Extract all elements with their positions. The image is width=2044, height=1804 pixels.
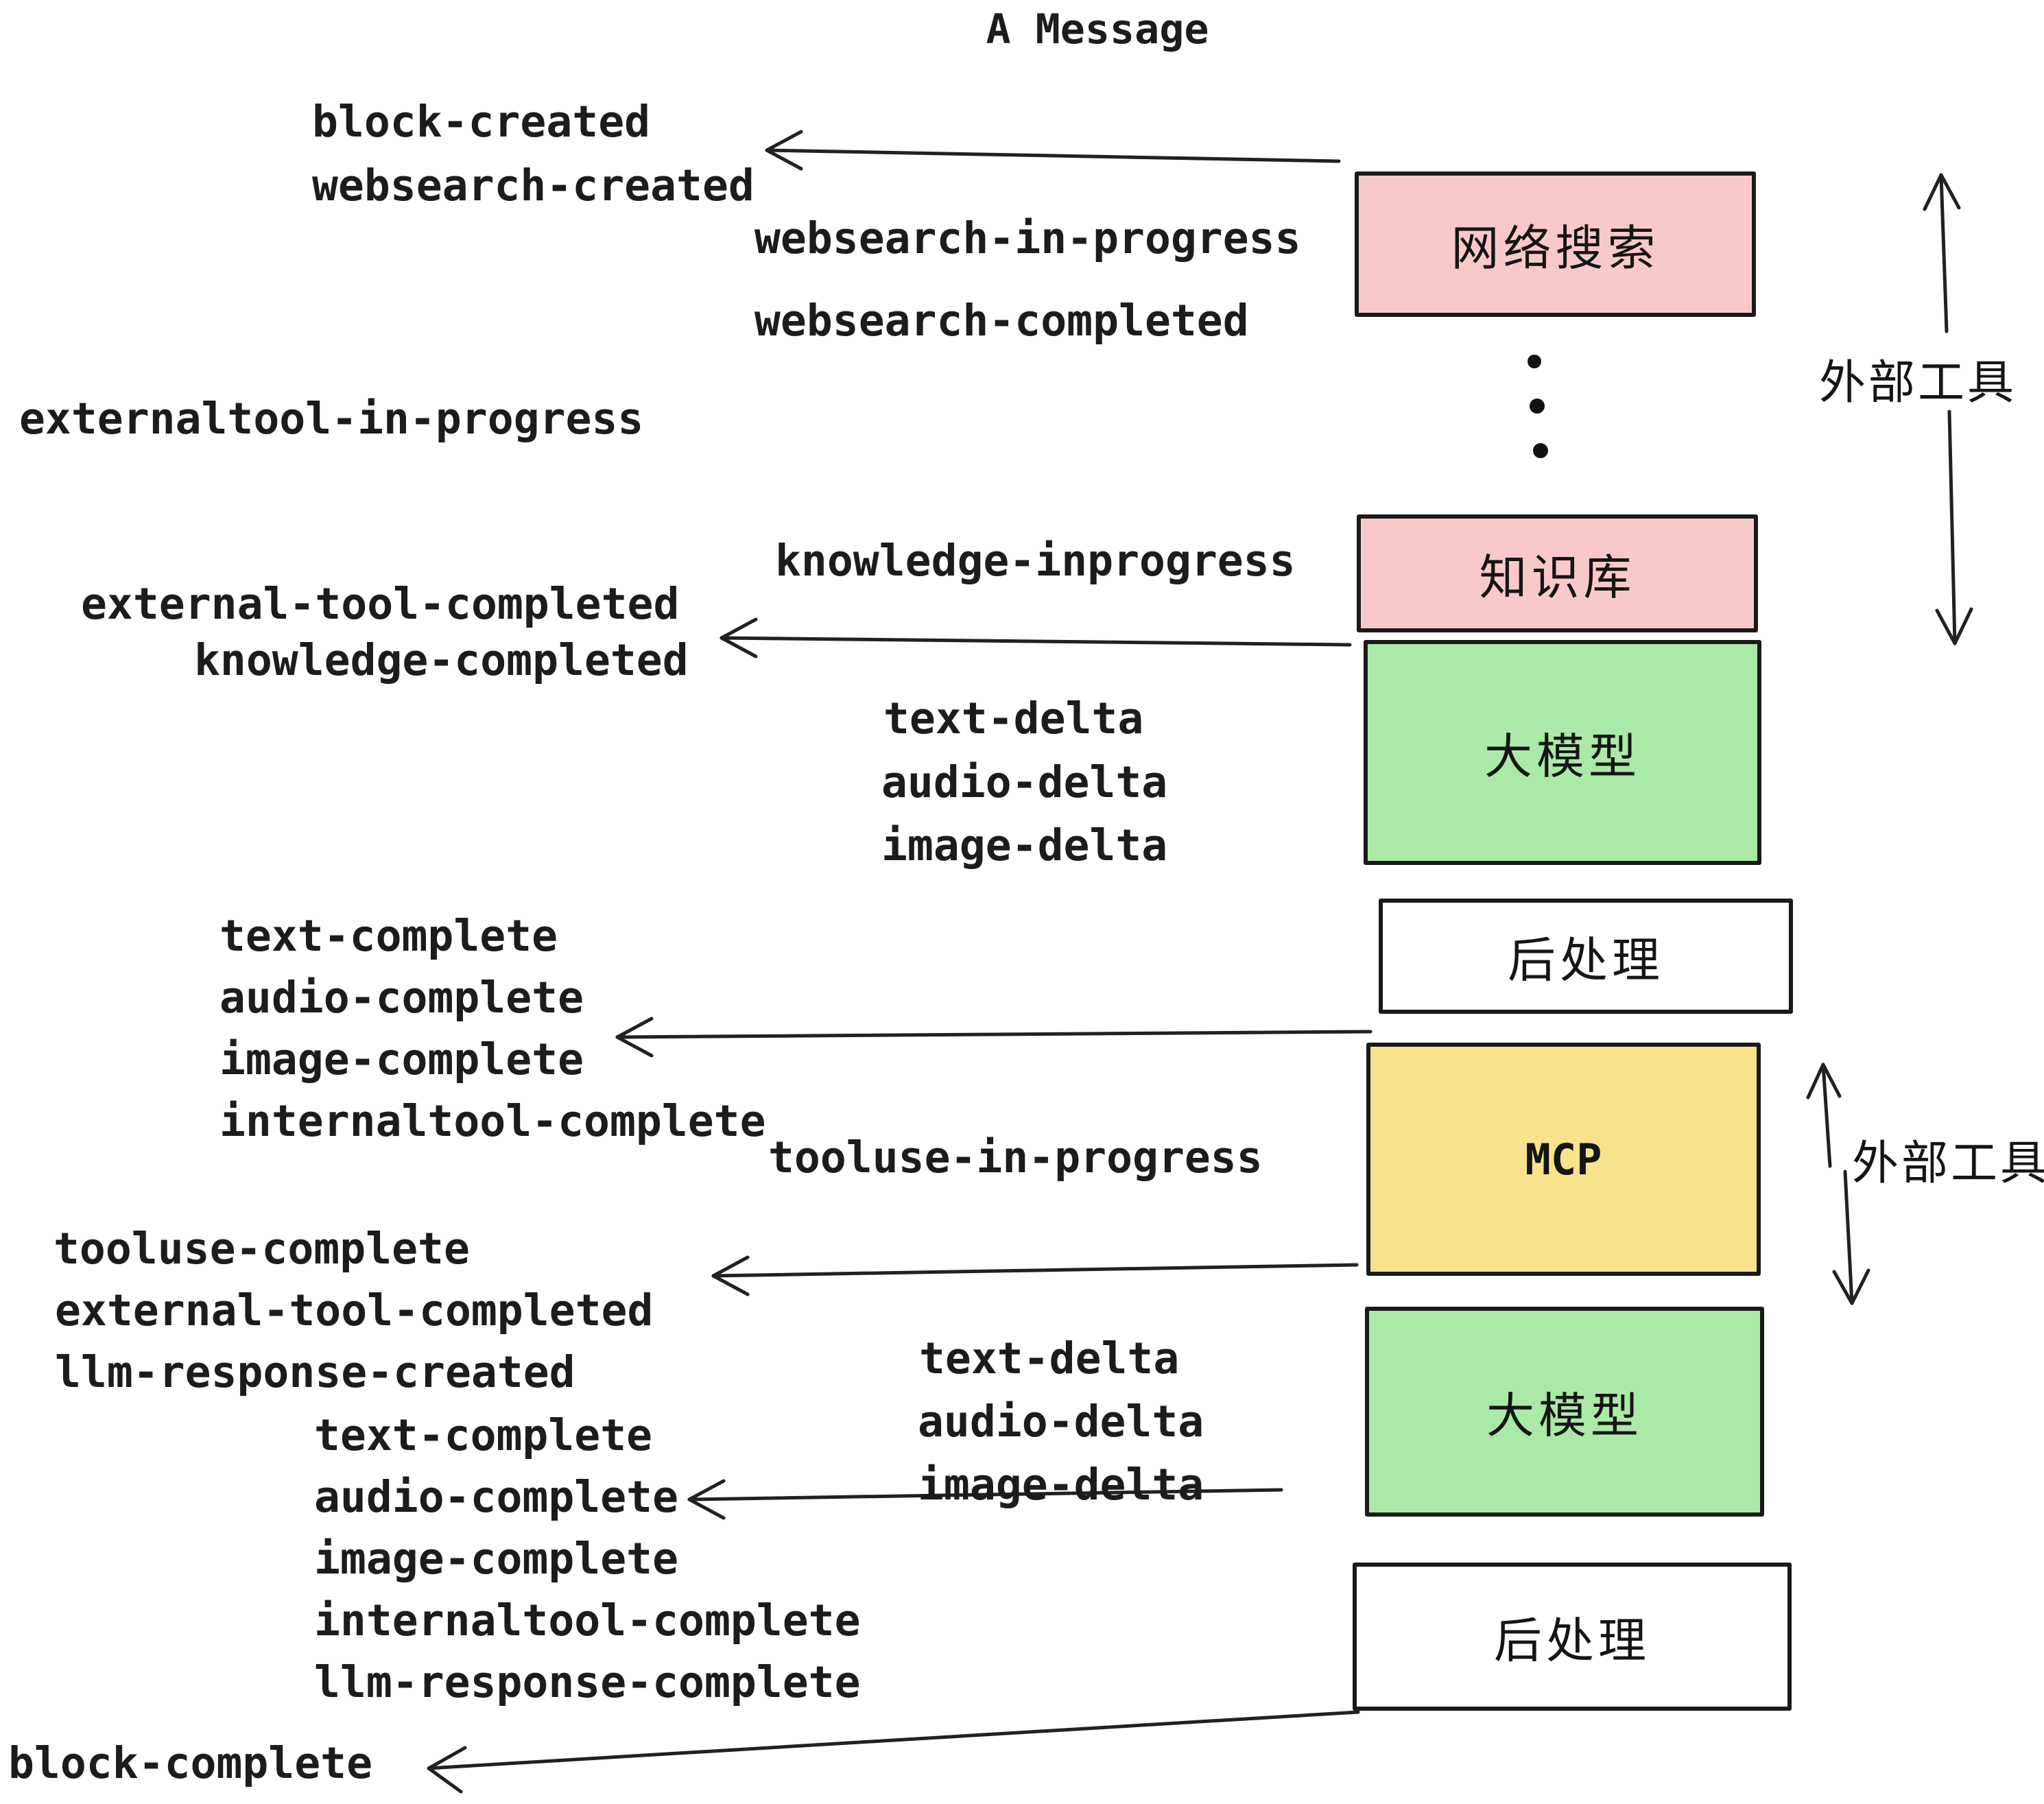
box-post-2-label: 后处理 bbox=[1494, 1612, 1650, 1669]
event-llm-response-complete: llm-response-complete bbox=[314, 1657, 861, 1707]
ellipsis-dots bbox=[1528, 355, 1548, 458]
event-image-delta-2: image-delta bbox=[918, 1460, 1204, 1510]
box-knowledge: 知识库 bbox=[1357, 514, 1758, 632]
event-internaltool-complete-2: internaltool-complete bbox=[314, 1595, 861, 1646]
event-text-complete-1: text-complete bbox=[219, 911, 558, 961]
event-audio-delta-1: audio-delta bbox=[881, 757, 1168, 807]
event-image-complete-1: image-complete bbox=[219, 1034, 584, 1084]
external-tools-label-top: 外部工具 bbox=[1819, 356, 2017, 410]
event-image-complete-2: image-complete bbox=[314, 1534, 679, 1584]
external-tools-label-mcp: 外部工具 bbox=[1852, 1137, 2044, 1191]
box-websearch-label: 网络搜索 bbox=[1451, 219, 1660, 276]
event-block-created: block-created bbox=[312, 97, 651, 147]
arrow-knowledge-completed bbox=[720, 617, 1352, 658]
box-llm-1: 大模型 bbox=[1364, 640, 1761, 865]
box-llm-2-label: 大模型 bbox=[1486, 1387, 1643, 1444]
event-websearch-completed: websearch-completed bbox=[754, 296, 1249, 346]
event-knowledge-inprogress: knowledge-inprogress bbox=[775, 536, 1296, 586]
event-external-tool-completed-1: external-tool-completed bbox=[81, 579, 680, 629]
event-image-delta-1: image-delta bbox=[881, 820, 1168, 870]
box-post-1-label: 后处理 bbox=[1508, 931, 1664, 988]
box-mcp: MCP bbox=[1366, 1043, 1761, 1276]
event-llm-response-created: llm-response-created bbox=[55, 1347, 575, 1397]
event-websearch-created: websearch-created bbox=[312, 161, 754, 211]
diagram-title: A Message bbox=[986, 5, 1209, 54]
external-tools-double-arrow-mcp bbox=[1806, 1063, 1870, 1305]
arrow-audio-complete bbox=[687, 1479, 1283, 1520]
event-block-complete: block-complete bbox=[8, 1738, 373, 1788]
event-audio-complete-2: audio-complete bbox=[314, 1472, 679, 1522]
event-external-tool-completed-2: external-tool-completed bbox=[55, 1285, 654, 1336]
arrow-block-complete bbox=[427, 1710, 1360, 1794]
box-llm-2: 大模型 bbox=[1365, 1307, 1764, 1517]
event-text-delta-2: text-delta bbox=[919, 1333, 1180, 1384]
event-externaltool-in-progress: externaltool-in-progress bbox=[19, 394, 644, 444]
event-text-delta-1: text-delta bbox=[883, 693, 1144, 744]
event-text-complete-2: text-complete bbox=[314, 1410, 653, 1460]
event-tooluse-in-progress: tooluse-in-progress bbox=[768, 1132, 1263, 1183]
external-tools-double-arrow-top bbox=[1923, 173, 1973, 645]
event-knowledge-completed: knowledge-completed bbox=[194, 635, 689, 685]
box-post-2: 后处理 bbox=[1353, 1563, 1792, 1711]
box-websearch: 网络搜索 bbox=[1355, 171, 1756, 317]
box-llm-1-label: 大模型 bbox=[1484, 728, 1641, 785]
event-internaltool-complete-1: internaltool-complete bbox=[219, 1096, 766, 1146]
box-mcp-label: MCP bbox=[1525, 1134, 1602, 1185]
event-tooluse-complete: tooluse-complete bbox=[54, 1224, 470, 1274]
event-audio-complete-1: audio-complete bbox=[219, 973, 584, 1023]
arrow-tooluse-complete bbox=[711, 1255, 1359, 1296]
event-websearch-in-progress: websearch-in-progress bbox=[754, 213, 1301, 263]
box-post-1: 后处理 bbox=[1379, 899, 1793, 1014]
box-knowledge-label: 知识库 bbox=[1479, 549, 1636, 606]
arrow-websearch-created bbox=[765, 130, 1341, 171]
arrow-image-complete bbox=[615, 1017, 1372, 1058]
event-audio-delta-2: audio-delta bbox=[918, 1397, 1204, 1447]
